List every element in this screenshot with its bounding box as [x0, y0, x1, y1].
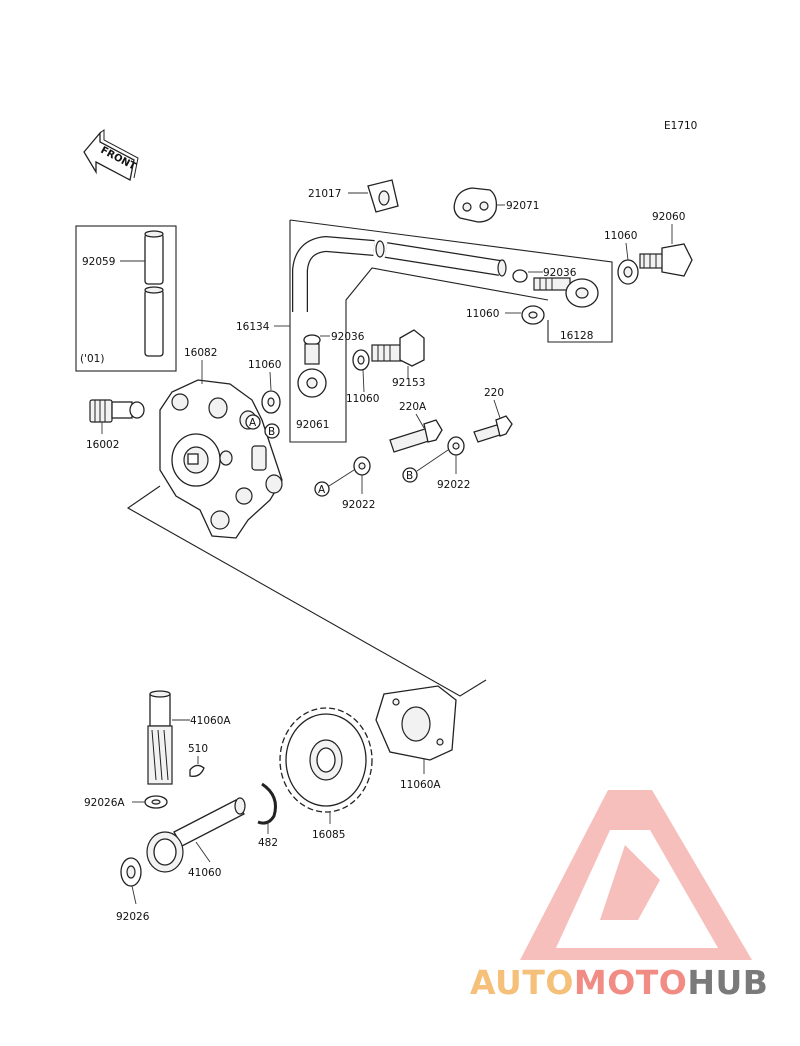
- gear-16085: [279, 707, 373, 813]
- hose-92059: [144, 230, 164, 357]
- bolt-220A: [389, 419, 443, 453]
- watermark-logo: [520, 790, 752, 960]
- o-ring-92036-right: [512, 269, 528, 283]
- inset-frame: [75, 225, 177, 372]
- shaft-41060A: [147, 690, 173, 785]
- watermark-moto: MOTO: [574, 963, 687, 1002]
- pipe-frame-top: [289, 219, 613, 343]
- svg-text:B: B: [406, 470, 413, 482]
- bolt-220: [473, 415, 513, 443]
- label-92022-a: 92022: [342, 499, 375, 511]
- label-16085: 16085: [312, 829, 345, 841]
- bolt-92060: [639, 243, 693, 277]
- ref-marker-b-washer: B: [402, 467, 418, 483]
- svg-text:B: B: [268, 426, 275, 438]
- label-482: 482: [258, 837, 278, 849]
- label-11060A: 11060A: [400, 779, 441, 791]
- label-11060-bolt: 11060: [346, 393, 379, 405]
- label-21017: 21017: [308, 188, 341, 200]
- washer-11060-mid: [521, 305, 545, 325]
- svg-text:A: A: [318, 484, 326, 496]
- label-92036-left: 92036: [331, 331, 365, 343]
- label-510: 510: [188, 743, 208, 755]
- label-92036-right: 92036: [543, 267, 577, 279]
- svg-text:A: A: [249, 417, 257, 429]
- washer-92022-b: [447, 436, 465, 456]
- bolt-92153: [371, 329, 425, 367]
- washer-11060-bolt: [352, 349, 370, 371]
- label-92153: 92153: [392, 377, 425, 389]
- label-92026: 92026: [116, 911, 150, 923]
- label-11060-mid: 11060: [466, 308, 499, 320]
- washer-92026A: [144, 795, 168, 809]
- label-92022-b: 92022: [437, 479, 470, 491]
- label-16082: 16082: [184, 347, 217, 359]
- plate-92071: [453, 187, 498, 223]
- washer-11060-pump: [261, 390, 281, 414]
- washer-92022-a: [353, 456, 371, 476]
- label-16134: 16134: [236, 321, 270, 333]
- washer-11060-top: [617, 259, 639, 285]
- ref-marker-a-pump: A: [245, 414, 261, 430]
- label-16128: 16128: [560, 330, 593, 342]
- gasket-11060A: [375, 685, 457, 761]
- ref-marker-b-pump: B: [264, 423, 280, 439]
- oil-pipe-16134: [292, 235, 507, 312]
- label-92061: 92061: [296, 419, 329, 431]
- watermark-text: AUTOMOTOHUB: [470, 963, 768, 1002]
- label-41060A: 41060A: [190, 715, 231, 727]
- label-92060: 92060: [652, 211, 685, 223]
- svg-text:AUTOMOTOHUB: AUTOMOTOHUB: [470, 963, 768, 1002]
- watermark-auto: AUTO: [470, 963, 574, 1002]
- shaft-41060: [146, 797, 246, 873]
- ref-marker-a-washer: A: [314, 481, 330, 497]
- label-11060-pump: 11060: [248, 359, 281, 371]
- pipe-frame-left: [289, 220, 549, 443]
- label-11060-top: 11060: [604, 230, 637, 242]
- fitting-16002: [89, 399, 145, 423]
- front-arrow-icon: FRONT: [83, 129, 139, 181]
- watermark-hub: HUB: [687, 963, 768, 1002]
- washer-92026: [120, 857, 142, 887]
- label-220A: 220A: [399, 401, 427, 413]
- label-220: 220: [484, 387, 504, 399]
- label-92026A: 92026A: [84, 797, 125, 809]
- label-92071: 92071: [506, 200, 539, 212]
- label-41060: 41060: [188, 867, 221, 879]
- banjo-fitting-16128: [533, 277, 599, 308]
- banjo-92061: [297, 343, 327, 398]
- grommet-21017: [367, 179, 399, 213]
- assembly-frame: [126, 485, 487, 697]
- label-92059: 92059: [82, 256, 115, 268]
- label-year-01: ('01): [80, 353, 104, 365]
- label-16002: 16002: [86, 439, 119, 451]
- diagram-code: E1710: [664, 120, 697, 132]
- key-510: [189, 764, 205, 777]
- circlip-482: [257, 782, 277, 825]
